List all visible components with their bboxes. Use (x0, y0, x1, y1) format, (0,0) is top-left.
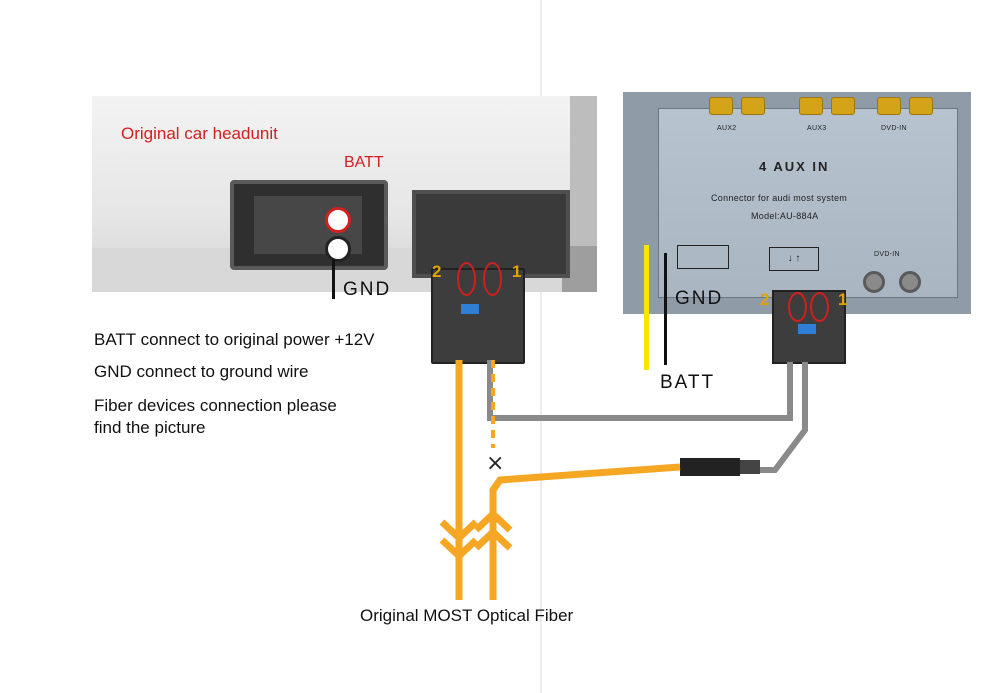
batt-label-headunit: BATT (344, 154, 384, 171)
batt-pin-marker (325, 207, 351, 233)
headunit-fiber-plug (431, 262, 525, 364)
batt-label-box: BATT (660, 372, 716, 393)
aux-box: AUX2 AUX3 DVD-IN 4 AUX IN Connector for … (658, 97, 958, 298)
fiber-in-arrow-1 (473, 509, 513, 533)
dvd-in-label: DVD-IN (874, 251, 900, 258)
page-fold (540, 0, 542, 693)
input-label-dvd: DVD-IN (881, 125, 907, 132)
aux-jack-4 (831, 97, 855, 115)
gray-cable-branch (760, 362, 808, 473)
gnd-wire-headunit (332, 259, 335, 299)
note-fiber-1: Fiber devices connection please (94, 396, 337, 415)
headunit-title: Original car headunit (121, 124, 278, 143)
note-batt: BATT connect to original power +12V (94, 330, 375, 349)
aux-jack-6 (909, 97, 933, 115)
box-model: Model:AU-884A (751, 211, 819, 221)
input-label-aux2: AUX2 (717, 125, 737, 132)
pin-1-label-box: 1 (838, 290, 848, 309)
gray-cable-main (487, 360, 793, 421)
inline-fiber-coupler (680, 458, 740, 476)
fiber-out-arrow-1 (439, 519, 479, 543)
blue-latch (461, 304, 479, 314)
gnd-wire-box (664, 253, 667, 365)
pin-2-label-box: 2 (760, 290, 770, 309)
headunit-photo: Original car headunit BATT GND (92, 96, 597, 300)
note-fiber-2: find the picture (94, 418, 206, 437)
power-connector-socket (230, 180, 388, 270)
input-label-aux3: AUX3 (807, 125, 827, 132)
fiber-out-arrow-2 (439, 537, 479, 561)
fiber-in-arrow-2 (473, 527, 513, 551)
aux-jack-3 (799, 97, 823, 115)
fiber-in-line (489, 463, 681, 600)
inline-fiber-coupler-end (740, 460, 760, 474)
aux-jack-2 (741, 97, 765, 115)
fiber-caption: Original MOST Optical Fiber (360, 606, 574, 625)
batt-wire-box (644, 245, 649, 370)
box-fiber-plug (772, 290, 846, 364)
aux-jack-1 (709, 97, 733, 115)
gnd-label-headunit: GND (343, 279, 392, 300)
box-subtitle: Connector for audi most system (711, 193, 848, 203)
fiber-pin-2-marker (457, 262, 476, 296)
rca-jack-2 (899, 271, 921, 293)
aux-jack-5 (877, 97, 901, 115)
box-title: 4 AUX IN (759, 159, 830, 174)
pin-1-label-headunit: 1 (512, 262, 522, 281)
pin-2-label-headunit: 2 (432, 262, 442, 281)
gnd-pin-marker (325, 236, 351, 262)
power-pin-block (677, 245, 729, 269)
box-pin-2-marker (788, 292, 807, 322)
note-gnd: GND connect to ground wire (94, 362, 309, 381)
fiber-pin-1-marker (483, 262, 502, 296)
fiber-direction-mark: ↓ ↑ (769, 247, 819, 271)
box-blue-latch (798, 324, 816, 334)
gnd-label-box: GND (675, 288, 724, 309)
box-pin-1-marker (810, 292, 829, 322)
rca-jack-1 (863, 271, 885, 293)
fiber-cut-mark: × (486, 451, 504, 476)
